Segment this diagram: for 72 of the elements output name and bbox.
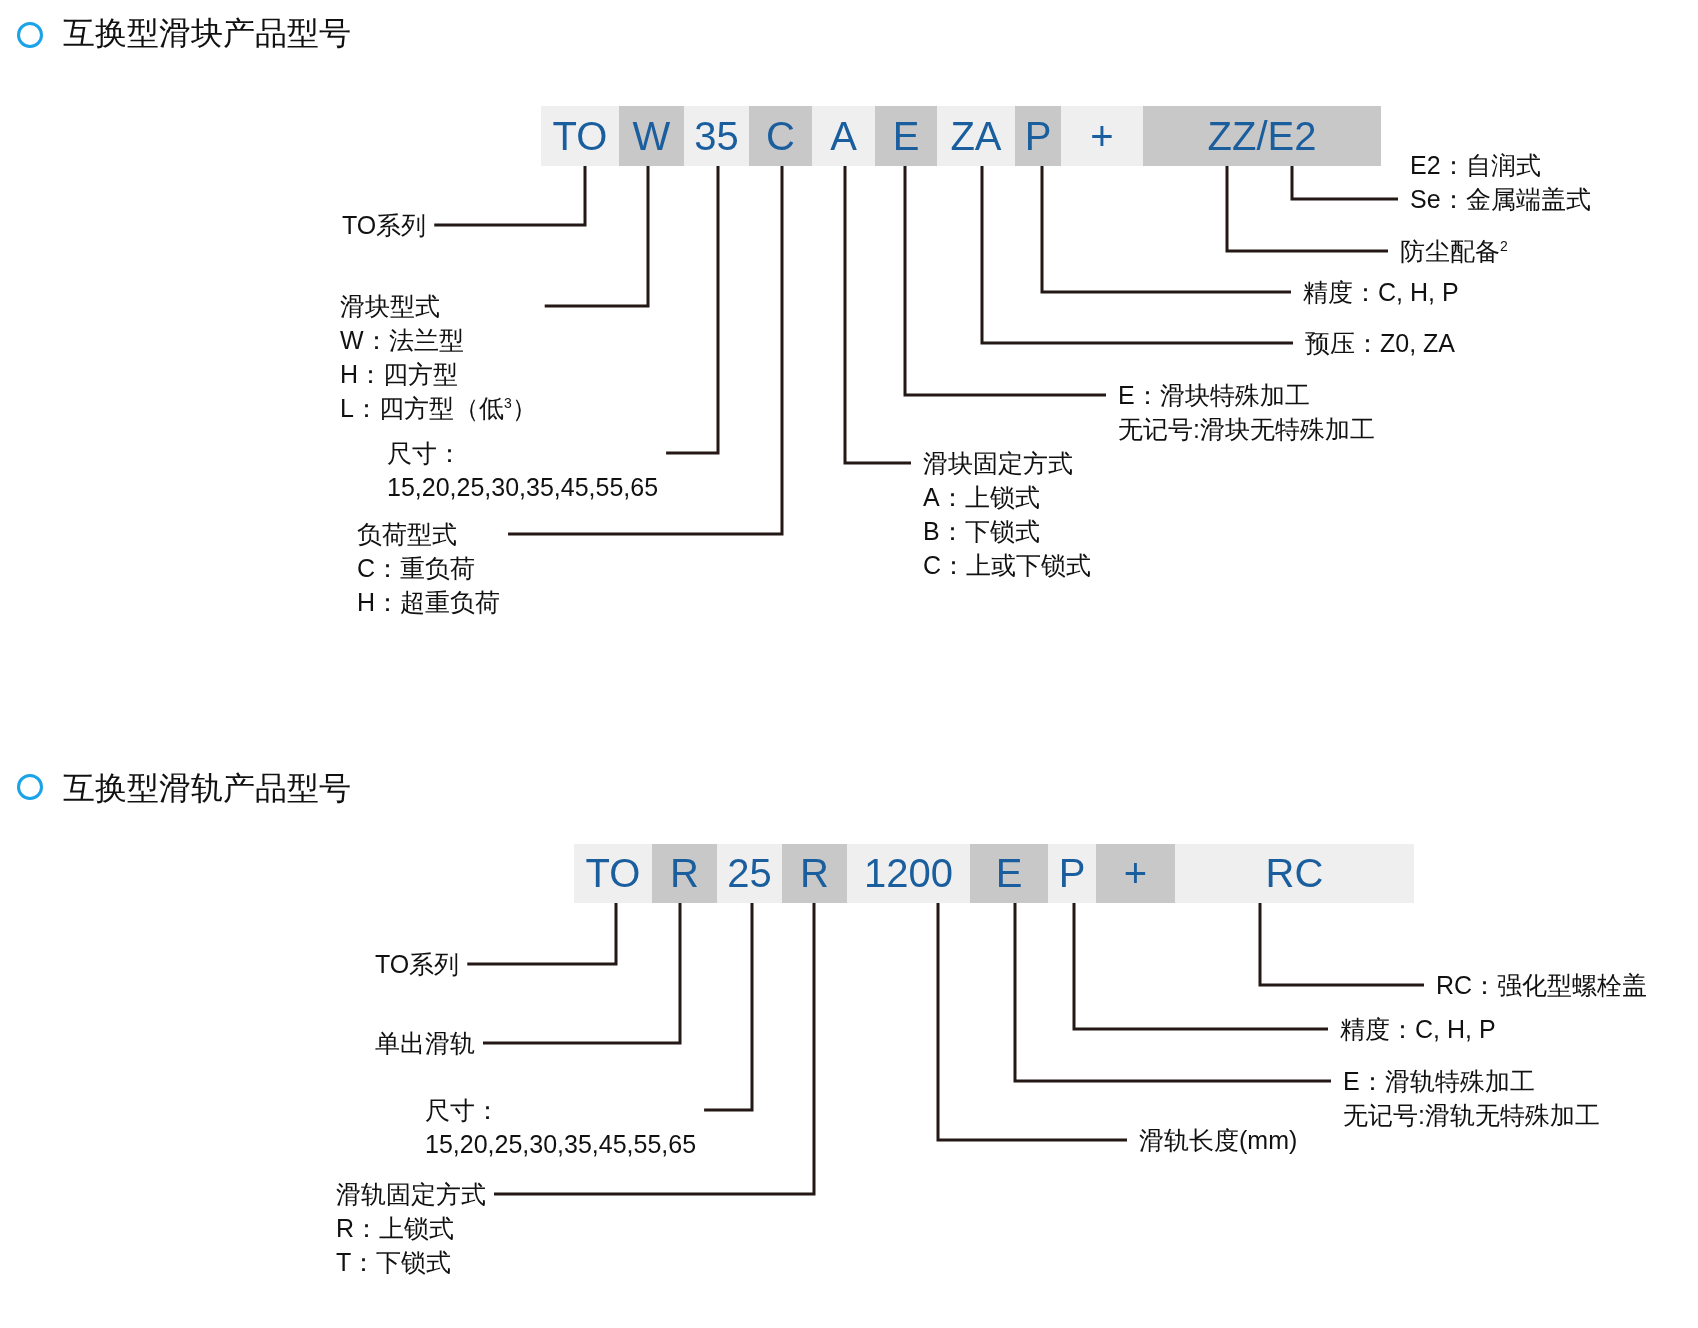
code-segment: ZZ/E2 [1143,106,1381,166]
option-title: 精度：C, H, P [1340,1014,1496,1045]
code-segment: 25 [717,844,782,903]
option-title: 单出滑轨 [375,1028,475,1059]
option-title: 精度：C, H, P [1303,277,1459,308]
code-segment: E [875,106,937,166]
option-text: B：下锁式 [923,516,1040,547]
leader-line [980,166,1293,345]
option-title: 滑块固定方式 [923,448,1073,479]
leader-line [508,166,784,536]
option-title: 尺寸： [387,438,462,469]
option-text: C：上或下锁式 [923,550,1092,581]
section-heading: 互换型滑轨产品型号 [63,769,351,808]
option-text: 15,20,25,30,35,45,55,65 [387,472,659,503]
code-segment: C [749,106,812,166]
option-text: 15,20,25,30,35,45,55,65 [425,1129,697,1160]
leader-line [467,903,618,966]
option-title: E2：自润式 [1410,150,1541,181]
option-text: Se：金属端盖式 [1410,184,1591,215]
code-segment: R [652,844,717,903]
option-text: A：上锁式 [923,482,1040,513]
code-segment: P [1048,844,1096,903]
leader-line [843,166,911,465]
option-title: 滑轨长度(mm) [1139,1125,1298,1156]
leader-line [666,166,720,455]
code-segment: 35 [684,106,749,166]
leader-line [704,903,754,1112]
option-text: H：四方型 [340,359,459,390]
leader-line [1258,903,1424,987]
option-title: 负荷型式 [357,519,457,550]
option-text: W：法兰型 [340,325,464,356]
code-segment: ZA [937,106,1015,166]
option-title: RC：强化型螺栓盖 [1436,970,1648,1001]
leader-line [1072,903,1328,1031]
option-title: TO系列 [375,949,460,980]
code-segment: P [1015,106,1061,166]
code-segment: + [1061,106,1143,166]
leader-line [483,903,682,1045]
code-segment: R [782,844,847,903]
option-title: TO系列 [342,210,427,241]
leader-line [936,903,1127,1142]
leader-line [1013,903,1331,1083]
section-heading: 互换型滑块产品型号 [63,14,351,53]
option-title: 尺寸： [425,1095,500,1126]
code-segment: A [812,106,875,166]
option-text: 无记号:滑轨无特殊加工 [1343,1100,1600,1131]
code-segment: W [619,106,684,166]
leader-line [544,166,650,308]
leader-line [434,166,587,227]
option-text: R：上锁式 [336,1213,455,1244]
option-title: E：滑块特殊加工 [1118,380,1310,411]
option-text: L：四方型（低$^{3}$） [340,393,537,424]
option-title: 滑轨固定方式 [336,1179,486,1210]
option-title: 预压：Z0, ZA [1305,328,1455,359]
option-title: 滑块型式 [340,291,440,322]
code-segment: E [970,844,1048,903]
code-segment: + [1096,844,1175,903]
leader-line [494,903,816,1196]
option-title: E：滑轨特殊加工 [1343,1066,1535,1097]
option-text: 无记号:滑块无特殊加工 [1118,414,1375,445]
option-text: H：超重负荷 [357,587,501,618]
leader-line [1290,166,1398,201]
leader-line [1225,166,1388,253]
option-text: C：重负荷 [357,553,476,584]
leader-line [903,166,1106,397]
code-segment: 1200 [847,844,970,903]
leader-line [1040,166,1291,294]
option-text: T：下锁式 [336,1247,452,1278]
code-segment: RC [1175,844,1414,903]
code-segment: TO [574,844,652,903]
option-title: 防尘配备$^{2}$ [1400,236,1508,267]
code-segment: TO [541,106,619,166]
